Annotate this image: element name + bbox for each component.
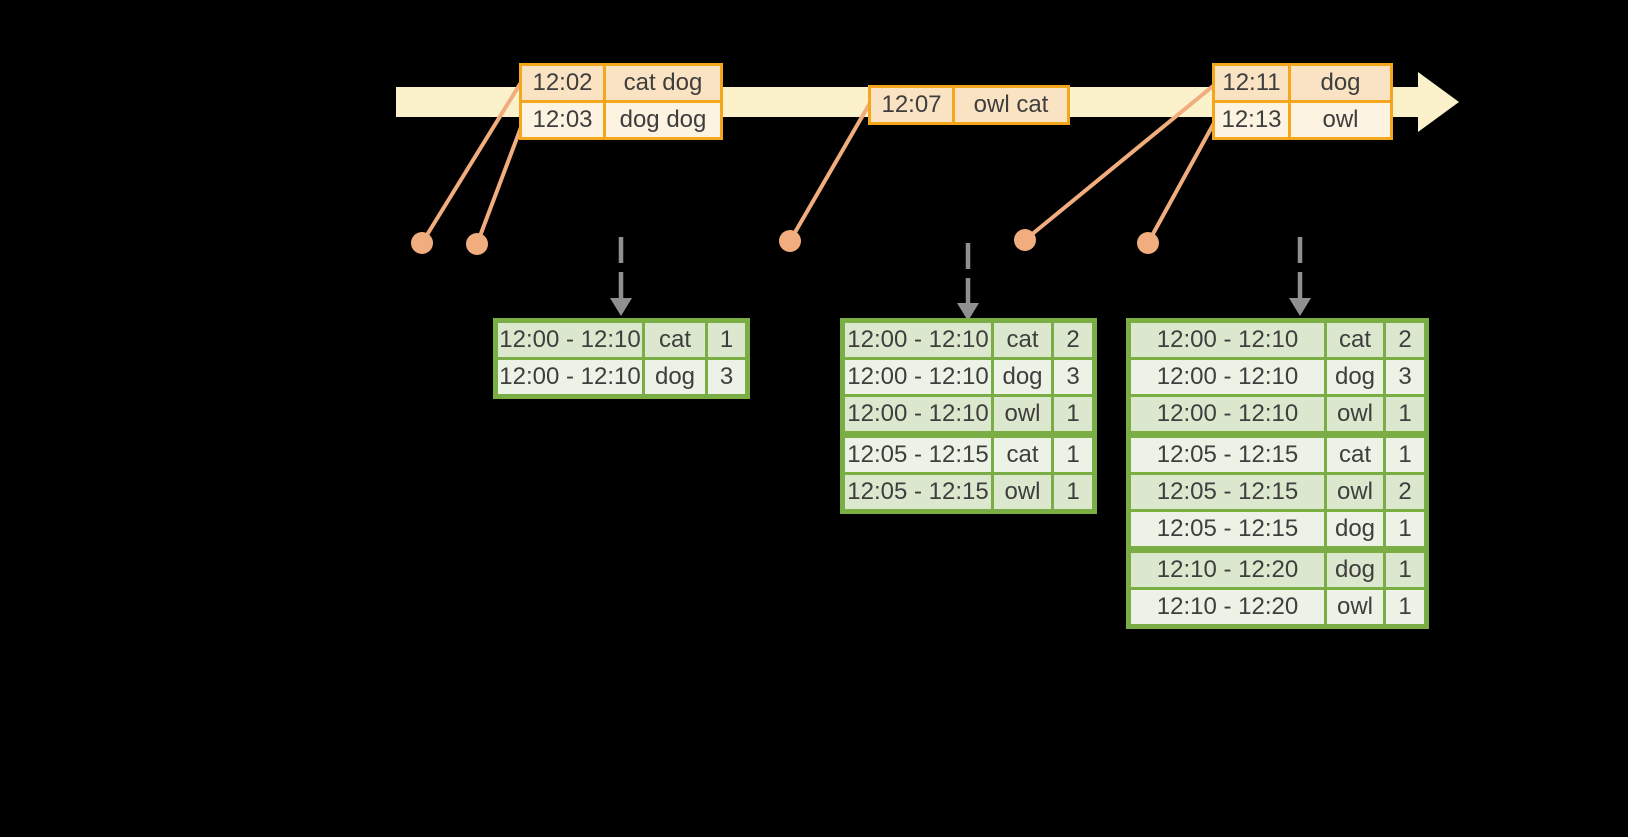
word-cell: owl xyxy=(1327,397,1383,431)
event-words-cell: owl xyxy=(1291,103,1390,137)
trigger-arrowhead-icon xyxy=(610,298,632,316)
result-table-1: 12:00 - 12:10 cat 1 12:00 - 12:10 dog 3 xyxy=(493,318,750,399)
window-group: 12:00 - 12:10 cat 2 12:00 - 12:10 dog 3 … xyxy=(845,323,1092,431)
event-words-cell: dog xyxy=(1291,66,1390,100)
count-cell: 1 xyxy=(1386,438,1424,472)
event-link-line xyxy=(475,120,525,246)
count-cell: 1 xyxy=(708,323,745,357)
window-cell: 12:05 - 12:15 xyxy=(1131,475,1324,509)
trigger-arrowhead-icon xyxy=(1289,298,1311,316)
timeline-arrowhead-icon xyxy=(1418,72,1459,132)
count-cell: 3 xyxy=(1054,360,1092,394)
count-cell: 1 xyxy=(1054,475,1092,509)
window-cell: 12:00 - 12:10 xyxy=(1131,397,1324,431)
window-cell: 12:10 - 12:20 xyxy=(1131,590,1324,624)
window-cell: 12:00 - 12:10 xyxy=(498,323,642,357)
count-cell: 3 xyxy=(1386,360,1424,394)
event-link-line xyxy=(420,82,522,245)
window-group: 12:00 - 12:10 cat 2 12:00 - 12:10 dog 3 … xyxy=(1131,323,1424,431)
window-cell: 12:00 - 12:10 xyxy=(1131,360,1324,394)
count-cell: 1 xyxy=(1386,553,1424,587)
window-cell: 12:05 - 12:15 xyxy=(1131,438,1324,472)
event-dot-icon xyxy=(779,230,801,252)
count-cell: 3 xyxy=(708,360,745,394)
count-cell: 1 xyxy=(1054,397,1092,431)
event-dot-icon xyxy=(1137,232,1159,254)
word-cell: cat xyxy=(994,323,1051,357)
word-cell: dog xyxy=(1327,360,1383,394)
window-cell: 12:00 - 12:10 xyxy=(845,360,991,394)
word-cell: owl xyxy=(994,475,1051,509)
word-cell: dog xyxy=(1327,512,1383,546)
window-cell: 12:00 - 12:10 xyxy=(845,323,991,357)
word-cell: cat xyxy=(994,438,1051,472)
event-time-cell: 12:07 xyxy=(871,88,952,122)
event-words-cell: cat dog xyxy=(606,66,720,100)
result-table-3: 12:00 - 12:10 cat 2 12:00 - 12:10 dog 3 … xyxy=(1126,318,1429,629)
window-group: 12:05 - 12:15 cat 1 12:05 - 12:15 owl 2 … xyxy=(1131,438,1424,546)
word-cell: owl xyxy=(994,397,1051,431)
event-words-cell: dog dog xyxy=(606,103,720,137)
event-table-2: 12:07 owl cat xyxy=(868,85,1070,125)
word-cell: cat xyxy=(1327,323,1383,357)
count-cell: 2 xyxy=(1386,323,1424,357)
result-table-2: 12:00 - 12:10 cat 2 12:00 - 12:10 dog 3 … xyxy=(840,318,1097,514)
event-time-cell: 12:02 xyxy=(522,66,603,100)
count-cell: 2 xyxy=(1054,323,1092,357)
window-cell: 12:05 - 12:15 xyxy=(1131,512,1324,546)
word-cell: cat xyxy=(1327,438,1383,472)
count-cell: 1 xyxy=(1054,438,1092,472)
event-words-cell: owl cat xyxy=(955,88,1067,122)
count-cell: 1 xyxy=(1386,397,1424,431)
word-cell: dog xyxy=(994,360,1051,394)
word-cell: cat xyxy=(645,323,705,357)
trigger-arrowhead-icon xyxy=(957,303,979,321)
event-dot-icon xyxy=(466,233,488,255)
window-group: 12:10 - 12:20 dog 1 12:10 - 12:20 owl 1 xyxy=(1131,553,1424,624)
window-cell: 12:00 - 12:10 xyxy=(498,360,642,394)
word-cell: owl xyxy=(1327,475,1383,509)
window-cell: 12:05 - 12:15 xyxy=(845,475,991,509)
word-cell: owl xyxy=(1327,590,1383,624)
event-time-cell: 12:13 xyxy=(1215,103,1288,137)
event-time-cell: 12:11 xyxy=(1215,66,1288,100)
event-table-3: 12:11 dog 12:13 owl xyxy=(1212,63,1393,140)
event-link-line xyxy=(1023,84,1215,242)
event-dot-icon xyxy=(411,232,433,254)
window-group: 12:05 - 12:15 cat 1 12:05 - 12:15 owl 1 xyxy=(845,438,1092,509)
count-cell: 1 xyxy=(1386,512,1424,546)
event-dot-icon xyxy=(1014,229,1036,251)
word-cell: dog xyxy=(645,360,705,394)
event-table-1: 12:02 cat dog 12:03 dog dog xyxy=(519,63,723,140)
word-cell: dog xyxy=(1327,553,1383,587)
window-cell: 12:05 - 12:15 xyxy=(845,438,991,472)
window-group: 12:00 - 12:10 cat 1 12:00 - 12:10 dog 3 xyxy=(498,323,745,394)
count-cell: 2 xyxy=(1386,475,1424,509)
event-link-line xyxy=(1146,121,1216,245)
event-link-line xyxy=(788,101,872,243)
window-cell: 12:10 - 12:20 xyxy=(1131,553,1324,587)
window-cell: 12:00 - 12:10 xyxy=(845,397,991,431)
window-cell: 12:00 - 12:10 xyxy=(1131,323,1324,357)
count-cell: 1 xyxy=(1386,590,1424,624)
event-time-cell: 12:03 xyxy=(522,103,603,137)
